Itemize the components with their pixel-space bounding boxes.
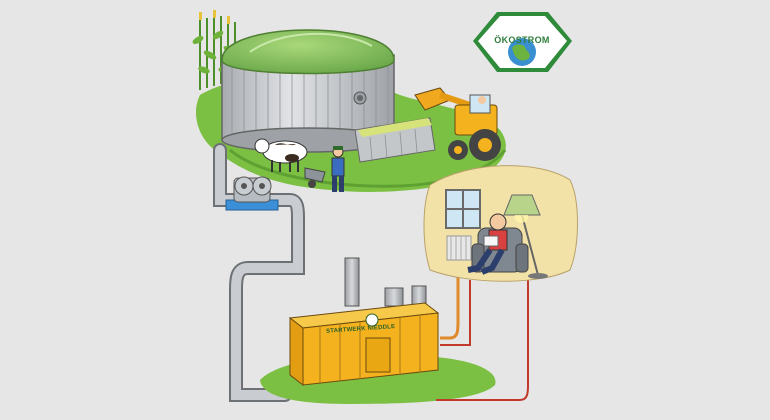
tractor-icon <box>414 87 501 161</box>
feeder-container-icon <box>354 117 436 163</box>
pipe-icon <box>213 143 305 402</box>
lamp-icon <box>503 194 548 279</box>
badge-label: ÖKOSTROM <box>494 35 550 45</box>
pump-icon <box>225 176 279 211</box>
cow-icon <box>254 138 308 172</box>
okostrom-badge <box>473 12 572 72</box>
farmer-icon <box>304 146 345 192</box>
armchair-man-icon <box>467 213 529 275</box>
cogeneration-unit-icon <box>288 257 440 387</box>
power-cable-icon <box>436 250 561 401</box>
